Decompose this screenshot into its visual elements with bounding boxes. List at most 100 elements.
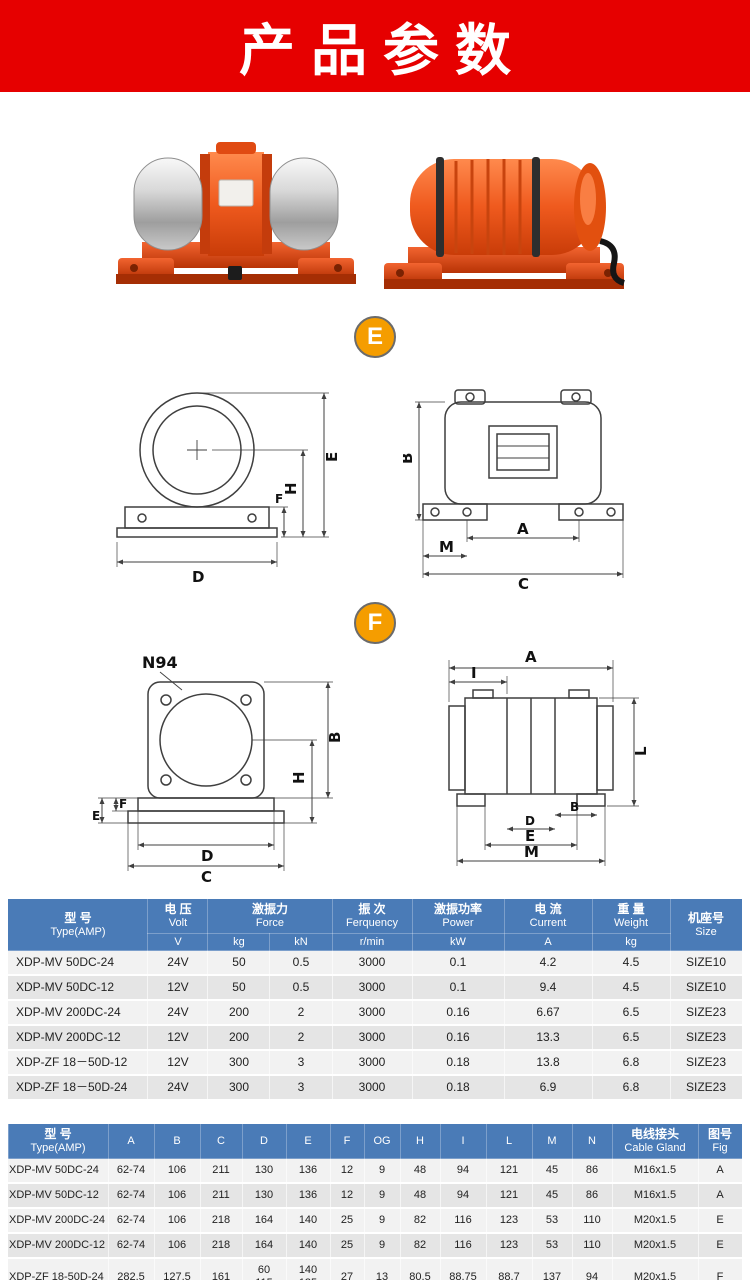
- dim-label: H: [282, 482, 300, 495]
- col-m: M: [531, 1123, 573, 1159]
- cell: 0.5: [269, 950, 333, 976]
- table-row: XDP-MV 200DC-12 62-74 106 218 164 140 25…: [8, 1233, 743, 1259]
- col-force: 激振力 Force: [207, 898, 333, 934]
- col-type-cn: 型 号: [44, 1127, 72, 1141]
- cell: A: [698, 1183, 743, 1209]
- cell: 130: [242, 1158, 287, 1184]
- dim-label: E: [323, 452, 341, 462]
- cell: M16x1.5: [612, 1183, 699, 1209]
- cell: 88.75: [440, 1258, 487, 1280]
- cell: 60 115: [242, 1258, 287, 1280]
- cell: 82: [400, 1208, 441, 1234]
- cell: SIZE23: [670, 1075, 743, 1101]
- cell: A: [698, 1158, 743, 1184]
- dim-label: E: [525, 827, 535, 845]
- cell: 12V: [147, 975, 209, 1001]
- cell: 3000: [332, 1000, 413, 1026]
- cell: 282.5: [108, 1258, 155, 1280]
- cell: 86: [572, 1183, 613, 1209]
- col-force-cn: 激振力: [251, 902, 288, 916]
- cell: 106: [154, 1233, 201, 1259]
- drawing-f-side-view: A I L B D E M: [447, 648, 650, 866]
- cell: XDP-MV 50DC-24: [7, 950, 149, 976]
- col-cable-cn: 电线接头: [630, 1127, 679, 1141]
- n94-label: N94: [142, 653, 178, 672]
- col-e: E: [285, 1123, 331, 1159]
- cell: 140: [286, 1208, 331, 1234]
- table-row: XDP-MV 200DC-24 62-74 106 218 164 140 25…: [8, 1208, 743, 1234]
- cell: 6.8: [592, 1050, 671, 1076]
- table-row: XDP-ZF 18－50D-24 24V 300 3 3000 0.18 6.9…: [7, 1075, 743, 1101]
- col-size-cn: 机座号: [687, 910, 724, 925]
- col-frequency-cn: 振 次: [358, 902, 386, 916]
- col-current-cn: 电 流: [534, 902, 562, 916]
- cell: SIZE23: [670, 1050, 743, 1076]
- cell: 6.5: [592, 1025, 671, 1051]
- cell: 27: [330, 1258, 365, 1280]
- col-size: 机座号 Size: [669, 898, 743, 951]
- col-type-cn: 型 号: [64, 910, 92, 925]
- col-og: OG: [363, 1123, 401, 1159]
- cell: 218: [200, 1233, 243, 1259]
- cell: 9: [364, 1183, 401, 1209]
- dim-label: M: [524, 843, 539, 861]
- col-fig: 图号 Fig: [697, 1123, 743, 1159]
- cell: 6.67: [504, 1000, 593, 1026]
- cell: XDP-MV 200DC-24: [8, 1208, 109, 1234]
- table-row: XDP-MV 200DC-12 12V 200 2 3000 0.16 13.3…: [7, 1025, 743, 1051]
- cell: 80.5: [400, 1258, 441, 1280]
- dim-label: B: [326, 732, 344, 743]
- figure-e-label: E: [366, 323, 383, 350]
- cell: 4.5: [592, 950, 671, 976]
- cell: 211: [200, 1158, 243, 1184]
- table-row: XDP-MV 50DC-24 24V 50 0.5 3000 0.1 4.2 4…: [7, 950, 743, 976]
- unit-frequency: r/min: [331, 933, 413, 951]
- cell: 106: [154, 1158, 201, 1184]
- cell: 94: [440, 1183, 487, 1209]
- col-cable-gland: 电线接头 Cable Gland: [611, 1123, 699, 1159]
- cell: 12: [330, 1183, 365, 1209]
- cell: 0.1: [412, 950, 505, 976]
- unit-force-kn: kN: [269, 933, 333, 951]
- cell: 24V: [147, 1075, 209, 1101]
- cell: M20x1.5: [612, 1258, 699, 1280]
- cell: 4.2: [504, 950, 593, 976]
- spec-table-electrical: 型 号 Type(AMP) 电 压 Volt 激振力 Force 振 次 Fer…: [7, 898, 743, 1101]
- col-n: N: [571, 1123, 613, 1159]
- dim-label: C: [201, 868, 212, 886]
- cell: XDP-MV 50DC-12: [8, 1183, 109, 1209]
- col-fig-cn: 图号: [707, 1127, 732, 1141]
- cell: 0.18: [412, 1050, 505, 1076]
- cell: 200: [207, 1000, 271, 1026]
- cell: 130: [242, 1183, 287, 1209]
- dim-label: F: [275, 492, 283, 506]
- drawing-e-front-view: D E H F: [116, 392, 341, 586]
- col-weight-cn: 重 量: [617, 902, 645, 916]
- cell: 200: [207, 1025, 271, 1051]
- cell: 3000: [332, 1050, 413, 1076]
- cell: 121: [486, 1158, 533, 1184]
- col-size-en: Size: [695, 925, 717, 938]
- cell: 116: [440, 1208, 487, 1234]
- cell: 82: [400, 1233, 441, 1259]
- table-row: XDP-MV 50DC-24 62-74 106 211 130 136 12 …: [8, 1158, 743, 1184]
- product-photos: [0, 92, 750, 304]
- unit-power: kW: [411, 933, 505, 951]
- col-c: C: [199, 1123, 243, 1159]
- cell: 0.5: [269, 975, 333, 1001]
- cell: 106: [154, 1183, 201, 1209]
- cell: 62-74: [108, 1233, 155, 1259]
- col-b: B: [153, 1123, 201, 1159]
- col-type: 型 号 Type(AMP): [7, 898, 149, 951]
- figure-f-label: F: [367, 609, 383, 636]
- cell: 13.8: [504, 1050, 593, 1076]
- title-banner: 产品参数: [0, 0, 750, 92]
- cell: 140: [286, 1233, 331, 1259]
- dim-label: D: [525, 814, 535, 828]
- dim-label: D: [201, 847, 213, 865]
- col-weight: 重 量 Weight: [591, 898, 671, 934]
- cell: 53: [532, 1208, 573, 1234]
- cell: 24V: [147, 950, 209, 976]
- dim-label: M: [439, 538, 454, 556]
- cell: 4.5: [592, 975, 671, 1001]
